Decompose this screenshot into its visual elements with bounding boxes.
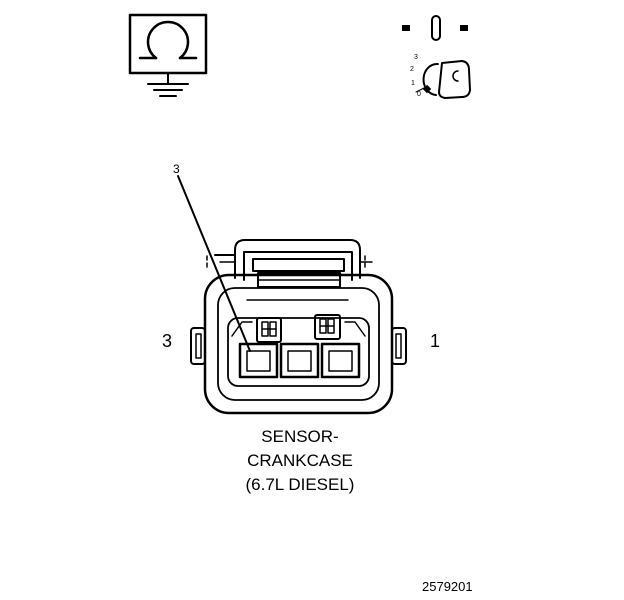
ignition-key-icon — [402, 15, 471, 99]
ignition-pos-3: 3 — [414, 54, 418, 61]
left-pin-label: 3 — [162, 331, 173, 351]
terminal-cavity-pin-3 — [238, 342, 279, 379]
terminal-cavity-pin-1 — [320, 342, 361, 379]
locking-tab-left — [256, 317, 282, 343]
figure-id: 2579201 — [422, 579, 473, 594]
ignition-pos-0: 0 — [417, 91, 421, 98]
connector-caption: SENSOR- CRANKCASE (6.7L DIESEL) — [200, 425, 400, 497]
terminal-cavity-pin-2 — [279, 342, 320, 379]
caption-line-3: (6.7L DIESEL) — [245, 475, 355, 494]
ignition-pos-1: 1 — [411, 80, 415, 87]
caption-line-1: SENSOR- — [261, 427, 339, 446]
connector-body — [190, 239, 407, 415]
right-pin-label: 1 — [430, 331, 441, 351]
callout-label: 3 — [173, 162, 180, 176]
locking-tab-right — [314, 314, 341, 340]
callout-leader-line — [177, 175, 251, 352]
ignition-pos-2: 2 — [410, 66, 414, 73]
resistance-ground-icon — [128, 13, 208, 97]
caption-line-2: CRANKCASE — [247, 451, 353, 470]
